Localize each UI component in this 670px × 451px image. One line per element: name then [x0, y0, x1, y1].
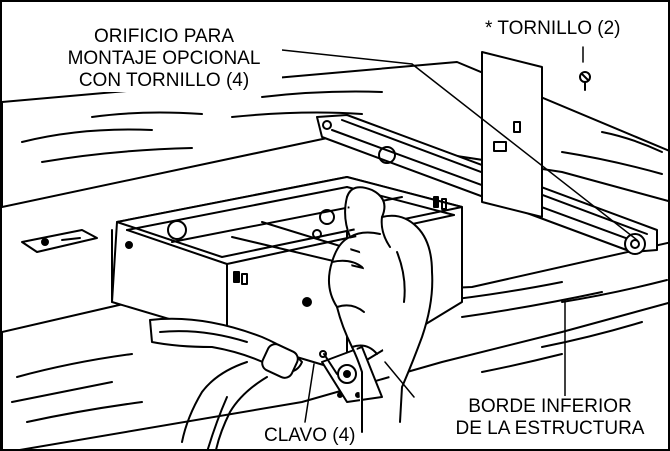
- back-plate: [481, 51, 543, 218]
- label-borde-line2: DE LA ESTRUCTURA: [455, 418, 645, 439]
- label-borde: BORDE INFERIOR DE LA ESTRUCTURA: [430, 396, 668, 440]
- label-orificio-line2: MONTAJE OPCIONAL: [67, 48, 261, 69]
- hand-illustration: [327, 186, 434, 433]
- left-strap: [21, 229, 98, 253]
- hammer-illustration: [149, 317, 303, 449]
- label-orificio-line3: CON TORNILLO (4): [78, 70, 250, 91]
- nail-bracket: [321, 346, 383, 403]
- screw-illustration: [579, 71, 591, 91]
- leader-lines: [281, 46, 638, 423]
- label-clavo: CLAVO (4): [264, 425, 356, 447]
- label-borde-line1: BORDE INFERIOR: [468, 396, 632, 417]
- label-orificio: ORIFICIO PARA MONTAJE OPCIONAL CON TORNI…: [46, 26, 282, 92]
- label-tornillo: * TORNILLO (2): [485, 18, 621, 40]
- nail-illustration: [319, 350, 338, 375]
- label-orificio-line1: ORIFICIO PARA: [93, 26, 235, 47]
